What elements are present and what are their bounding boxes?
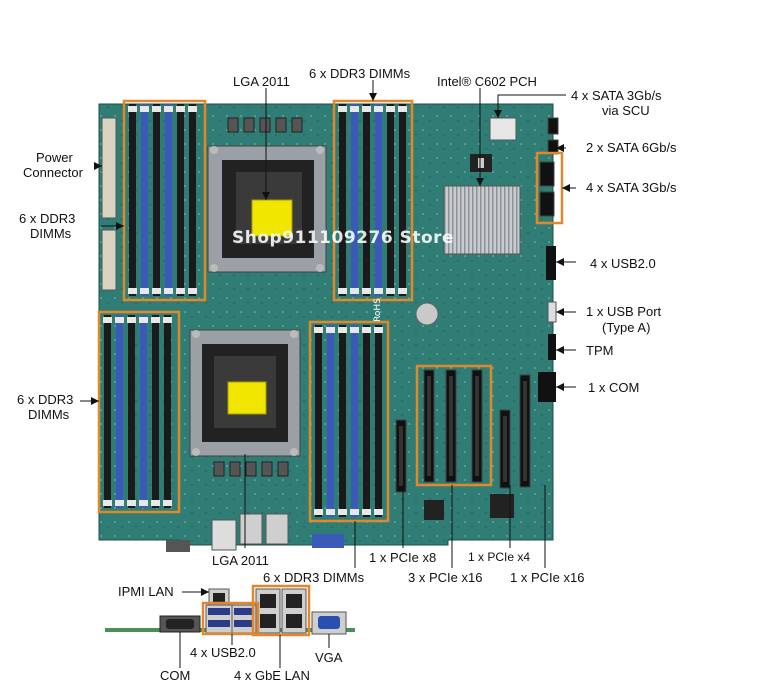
dimm-group-mid-bottom-slot (315, 325, 322, 517)
label-vga-io: VGA (315, 650, 343, 665)
dimm-group-left-top-slot (189, 104, 196, 296)
cpu-top-chip (251, 199, 293, 237)
label-tpm: TPM (586, 343, 614, 358)
highlight-pcie-x16 (415, 364, 493, 487)
cpu-bottom-chip (227, 381, 267, 415)
label-lga-top: LGA 2011 (233, 74, 290, 89)
dimm-group-mid-top-slot (399, 104, 406, 296)
cpu-socket-top (207, 145, 327, 273)
label-sata-scu-line2: via SCU (602, 103, 650, 118)
label-usb20-io: 4 x USB2.0 (190, 645, 256, 660)
label-ipmi-lan: IPMI LAN (118, 584, 174, 599)
dimm-group-left-top-slot (165, 104, 172, 296)
label-sata-scu-line1: 4 x SATA 3Gb/s (571, 88, 662, 103)
cmos-battery (415, 302, 439, 326)
power-connector (101, 117, 117, 219)
dimm-group-mid-top-slot (339, 104, 346, 296)
dimm-group-mid-bottom-slot (339, 325, 346, 517)
dimm-group-left-bottom-slot (152, 315, 159, 508)
highlight-io-lan (251, 584, 311, 637)
dimm-group-mid-top-slot (363, 104, 370, 296)
cpu-socket-bottom (189, 329, 301, 457)
label-sata6: 2 x SATA 6Gb/s (586, 140, 677, 155)
label-gbe-lan: 4 x GbE LAN (234, 668, 310, 683)
label-ddr-left-top-line1: 6 x DDR3 (19, 211, 76, 226)
dimm-group-mid-bottom-slot (363, 325, 370, 517)
label-pch: Intel® C602 PCH (437, 74, 537, 89)
label-pcie-3x16: 3 x PCIe x16 (408, 570, 483, 585)
label-pcie-x4: 1 x PCIe x4 (468, 550, 531, 564)
dimm-group-mid-top-slot (351, 104, 358, 296)
io-vga-port (311, 611, 347, 635)
label-lga-bottom: LGA 2011 (212, 553, 269, 568)
label-usb-port-line2: (Type A) (602, 320, 651, 335)
label-usb20-right: 4 x USB2.0 (590, 256, 656, 271)
io-com-port (159, 615, 201, 633)
rohs-mark: RoHS (372, 298, 383, 322)
dimm-group-left-bottom-slot (140, 315, 147, 508)
dimm-group-mid-top-slot (375, 104, 382, 296)
highlight-dimm-mid-bot (308, 320, 390, 523)
dimm-group-mid-bottom-slot (327, 325, 334, 517)
label-pcie-1x16: 1 x PCIe x16 (510, 570, 585, 585)
dimm-group-mid-bottom-slot (351, 325, 358, 517)
label-ddr-left-bot-line1: 6 x DDR3 (17, 392, 74, 407)
highlight-dimm-left-top (122, 99, 207, 302)
label-pcie-x8: 1 x PCIe x8 (369, 550, 437, 565)
label-sata3: 4 x SATA 3Gb/s (586, 180, 677, 195)
io-usb-stack (205, 604, 257, 634)
dimm-group-left-top-slot (177, 104, 184, 296)
pch-heatsink (443, 185, 521, 255)
dimm-group-mid-top-slot (387, 104, 394, 296)
io-gbe-lan (255, 588, 307, 634)
dimm-group-left-top-slot (153, 104, 160, 296)
dimm-group-left-bottom-slot (116, 315, 123, 508)
label-ddr-left-bot-line2: DIMMs (28, 407, 70, 422)
highlight-io-usb (201, 601, 260, 636)
label-usb-port-line1: 1 x USB Port (586, 304, 662, 319)
label-power-line2: Connector (23, 165, 83, 180)
label-power-line1: Power (36, 150, 73, 165)
label-ddr-top-mid: 6 x DDR3 DIMMs (309, 66, 411, 81)
label-com-io: COM (160, 668, 191, 683)
label-com-right: 1 x COM (588, 380, 640, 395)
highlight-dimm-left-bot (97, 310, 181, 514)
dimm-group-left-bottom-slot (104, 315, 111, 508)
dimm-group-left-bottom-slot (164, 315, 171, 508)
dimm-group-mid-bottom-slot (375, 325, 382, 517)
shop-watermark: Shop911109276 Store (232, 228, 455, 248)
label-ddr-left-top-line2: DIMMs (30, 226, 72, 241)
label-ddr-bottom: 6 x DDR3 DIMMs (263, 570, 365, 585)
dimm-group-left-bottom-slot (128, 315, 135, 508)
dimm-group-left-top-slot (141, 104, 148, 296)
dimm-group-left-top-slot (129, 104, 136, 296)
